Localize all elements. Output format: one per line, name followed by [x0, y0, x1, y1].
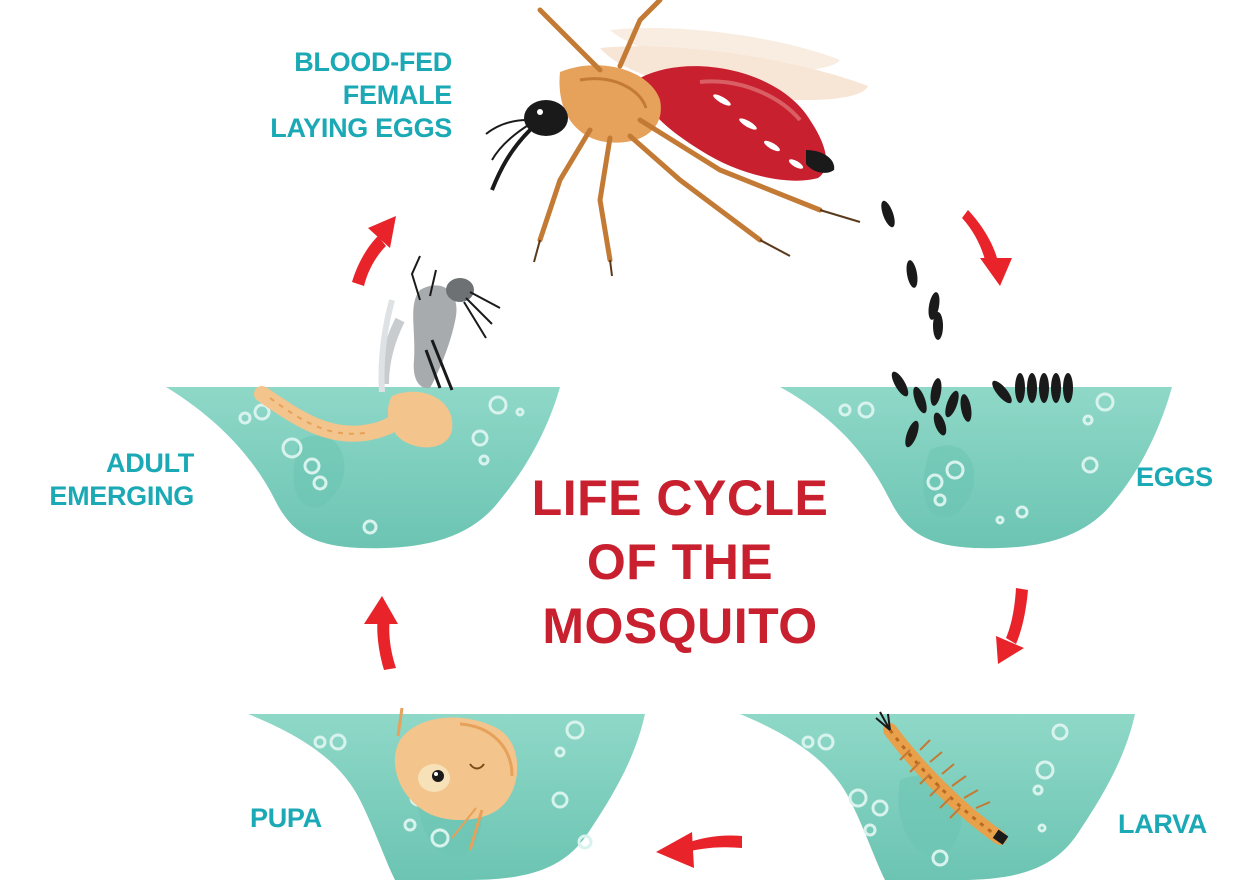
diagram-title: LIFE CYCLE OF THE MOSQUITO [500, 466, 860, 658]
stage-label-adult-emerging: ADULT EMERGING [49, 447, 194, 513]
water-basin-larva [740, 714, 1135, 880]
blood-fed-mosquito-illustration [486, 0, 868, 276]
cycle-arrow-to-larva [996, 588, 1028, 664]
stage-label-eggs: EGGS [1136, 461, 1213, 494]
title-line-3: MOSQUITO [500, 594, 860, 658]
title-line-1: LIFE CYCLE [500, 466, 860, 530]
cycle-arrow-to-adult [364, 596, 398, 670]
title-line-2: OF THE [500, 530, 860, 594]
stage-label-larva: LARVA [1118, 808, 1207, 841]
stage-label-pupa: PUPA [250, 802, 322, 835]
stage-label-blood-fed-female: BLOOD-FED FEMALE LAYING EGGS [270, 46, 452, 145]
cycle-arrow-to-eggs [962, 210, 1012, 286]
cycle-arrow-to-pupa [656, 832, 742, 868]
cycle-arrow-to-female [352, 216, 396, 286]
